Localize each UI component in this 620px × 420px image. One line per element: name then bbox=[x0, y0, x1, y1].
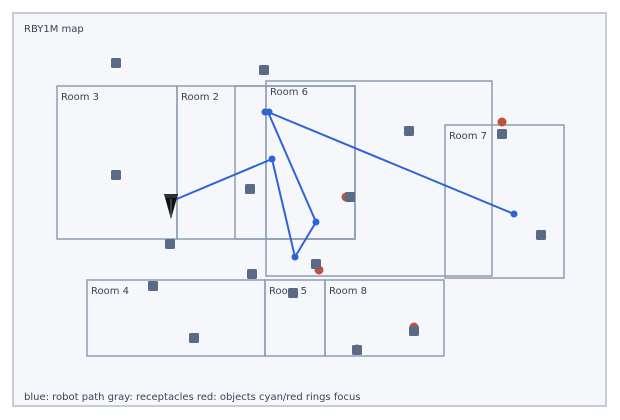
receptacle-marker[interactable] bbox=[247, 269, 257, 279]
rooms: Room 3 Room 2 Room 6 Room 7 Room 4 Room … bbox=[56, 85, 565, 357]
receptacle-marker[interactable] bbox=[148, 281, 158, 291]
path-waypoint[interactable] bbox=[268, 155, 276, 163]
room-6[interactable]: Room 6 bbox=[265, 85, 356, 240]
map-title: RBY1M map bbox=[24, 24, 84, 35]
receptacle-marker[interactable] bbox=[352, 345, 362, 355]
object-marker[interactable] bbox=[497, 117, 507, 127]
receptacle-marker[interactable] bbox=[497, 129, 507, 139]
path-line bbox=[171, 111, 515, 258]
robot-arrow-icon[interactable] bbox=[164, 194, 178, 219]
room-outlines bbox=[234, 80, 493, 277]
receptacle-marker[interactable] bbox=[165, 239, 175, 249]
room-4[interactable]: Room 4 bbox=[86, 279, 266, 357]
receptacle-marker[interactable] bbox=[311, 259, 321, 269]
room-label: Room 6 bbox=[270, 87, 308, 98]
receptacles bbox=[111, 58, 546, 355]
path-waypoints bbox=[261, 108, 518, 261]
path-waypoint[interactable] bbox=[291, 253, 299, 261]
path-waypoint[interactable] bbox=[265, 108, 273, 116]
room-label: Room 2 bbox=[181, 92, 219, 103]
robot-path bbox=[171, 111, 515, 258]
room-7[interactable]: Room 7 bbox=[444, 124, 565, 279]
room-label: Room 4 bbox=[91, 286, 129, 297]
receptacle-marker[interactable] bbox=[259, 65, 269, 75]
receptacle-marker[interactable] bbox=[245, 184, 255, 194]
room-label: Room 7 bbox=[449, 131, 487, 142]
room-3[interactable]: Room 3 bbox=[56, 85, 178, 240]
room-8[interactable]: Room 8 bbox=[324, 279, 445, 357]
room-label: Room 3 bbox=[61, 92, 99, 103]
map-legend: blue: robot path gray: receptacles red: … bbox=[24, 392, 361, 403]
path-waypoint[interactable] bbox=[312, 218, 320, 226]
receptacle-marker[interactable] bbox=[189, 333, 199, 343]
receptacle-marker[interactable] bbox=[536, 230, 546, 240]
receptacle-marker[interactable] bbox=[111, 170, 121, 180]
receptacle-marker[interactable] bbox=[409, 326, 419, 336]
room-outline-unlabeled bbox=[234, 85, 356, 240]
room-label: Room 8 bbox=[329, 286, 367, 297]
room-outline-unlabeled bbox=[265, 80, 493, 277]
receptacle-marker[interactable] bbox=[111, 58, 121, 68]
path-waypoint[interactable] bbox=[510, 210, 518, 218]
receptacle-marker[interactable] bbox=[345, 192, 355, 202]
objects bbox=[314, 117, 507, 354]
receptacle-marker[interactable] bbox=[404, 126, 414, 136]
receptacle-marker[interactable] bbox=[288, 288, 298, 298]
